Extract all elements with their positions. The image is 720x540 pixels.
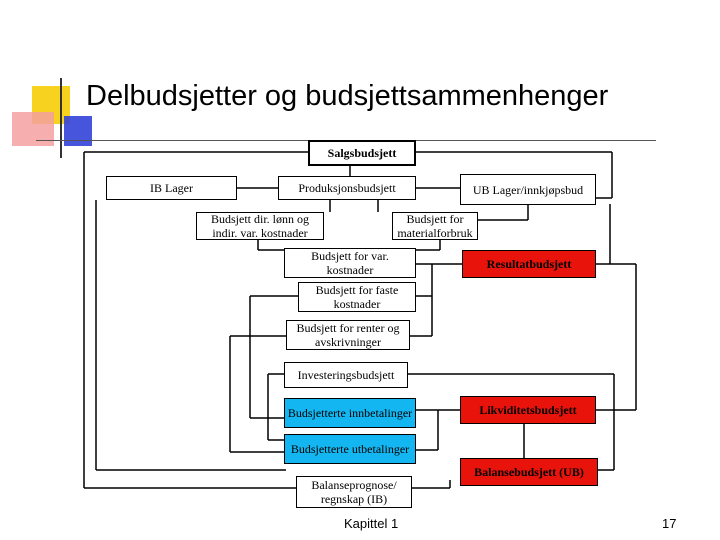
likviditetsbudsjett-label: Likviditetsbudsjett <box>479 403 577 417</box>
ub-lager-label: UB Lager/innkjøpsbud <box>472 182 584 197</box>
budsjett-var-kostnader-box: Budsjett for var. kostnader <box>284 248 416 278</box>
budsjett-lonn-box: Budsjett dir. lønn og indir. var. kostna… <box>196 212 324 240</box>
decor-vertical-line <box>60 78 62 158</box>
salgsbudsjett-box: Salgsbudsjett <box>308 140 416 166</box>
ub-lager-box: UB Lager/innkjøpsbud <box>460 174 596 205</box>
balanseprognose-box: Balanseprognose/ regnskap (IB) <box>296 476 412 508</box>
resultatbudsjett-box: Resultatbudsjett <box>462 250 596 278</box>
budsjetterte-utbetalinger-label: Budsjetterte utbetalinger <box>290 442 410 456</box>
produksjonsbudsjett-label: Produksjonsbudsjett <box>298 181 396 195</box>
budsjett-var-kostnader-label: Budsjett for var. kostnader <box>311 249 389 277</box>
footer-chapter: Kapittel 1 <box>344 516 399 531</box>
budsjett-faste-kostnader-label: Budsjett for faste kostnader <box>315 283 399 311</box>
budsjett-renter-box: Budsjett for renter og avskrivninger <box>286 320 410 350</box>
budsjetterte-innbetalinger-box: Budsjetterte innbetalinger <box>284 398 416 428</box>
balanseprognose-label: Balanseprognose/ regnskap (IB) <box>311 478 397 506</box>
resultatbudsjett-label: Resultatbudsjett <box>486 257 572 271</box>
decor-blue-square <box>64 116 92 146</box>
budsjett-faste-kostnader-box: Budsjett for faste kostnader <box>298 282 416 312</box>
budsjett-renter-label: Budsjett for renter og avskrivninger <box>296 321 400 349</box>
balansebudsjett-box: Balansebudsjett (UB) <box>460 458 598 486</box>
likviditetsbudsjett-box: Likviditetsbudsjett <box>460 396 596 424</box>
ib-lager-box: IB Lager <box>106 176 237 200</box>
salgsbudsjett-label: Salgsbudsjett <box>327 146 397 160</box>
budsjett-materialforbruk-label: Budsjett for materialforbruk <box>397 212 473 240</box>
page-number: 17 <box>662 516 677 531</box>
investeringsbudsjett-box: Investeringsbudsjett <box>284 362 408 388</box>
budsjetterte-innbetalinger-label: Budsjetterte innbetalinger <box>287 406 413 420</box>
budsjett-lonn-label: Budsjett dir. lønn og indir. var. kostna… <box>210 212 309 240</box>
budsjetterte-utbetalinger-box: Budsjetterte utbetalinger <box>284 434 416 464</box>
investeringsbudsjett-label: Investeringsbudsjett <box>297 368 395 382</box>
balansebudsjett-label: Balansebudsjett (UB) <box>474 465 584 479</box>
page-title: Delbudsjetter og budsjettsammenhenger <box>86 80 609 112</box>
produksjonsbudsjett-box: Produksjonsbudsjett <box>278 176 416 200</box>
budsjett-materialforbruk-box: Budsjett for materialforbruk <box>392 212 478 240</box>
ib-lager-label: IB Lager <box>150 181 193 195</box>
